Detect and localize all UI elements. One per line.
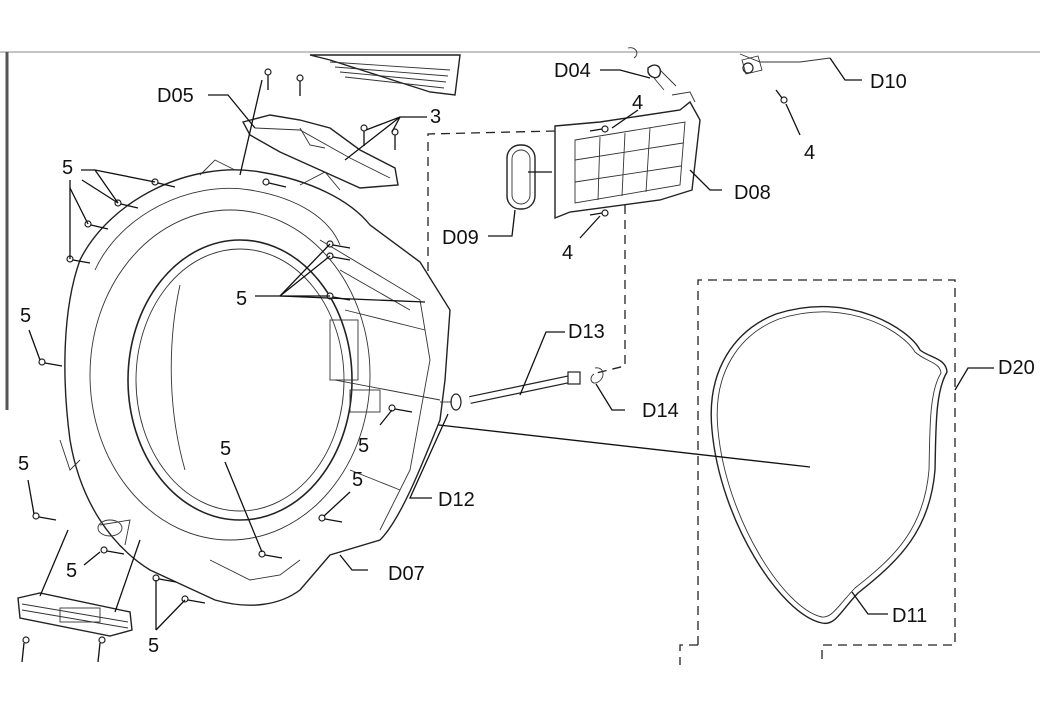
screw-icon [296, 74, 304, 96]
axis-line [429, 423, 811, 468]
label-screw-4: 4 [804, 142, 815, 164]
label-D09: D09 [442, 227, 479, 249]
seal-group-box [679, 279, 956, 665]
label-screw-4: 4 [562, 242, 573, 264]
label-screw-5: 5 [358, 435, 369, 457]
screw-icon [388, 404, 413, 413]
label-screw-5: 5 [18, 453, 29, 475]
filter-housing [554, 91, 701, 220]
label-screw-5: 5 [66, 560, 77, 582]
top-ribbed-part [309, 54, 461, 96]
screw-icon [181, 595, 206, 604]
hose-clamp [739, 53, 831, 75]
label-screw-5: 5 [62, 157, 73, 179]
label-D05: D05 [157, 85, 194, 107]
screw-icon [38, 358, 63, 367]
label-D11: D11 [892, 605, 927, 627]
label-D07: D07 [388, 563, 425, 585]
screw-icon [775, 89, 788, 104]
label-screw-5: 5 [236, 288, 247, 310]
label-D12: D12 [438, 489, 475, 511]
label-screw-5: 5 [148, 635, 159, 657]
guide-line-upper [427, 130, 556, 300]
label-D14: D14 [642, 400, 679, 422]
screw-icon [391, 128, 399, 150]
bottom-margin [0, 662, 1040, 720]
guide-line-lower [591, 205, 626, 375]
bottom-left-bracket [17, 592, 133, 637]
screw-icon [318, 514, 343, 523]
screw-icon [589, 125, 609, 133]
hose-fitting [440, 393, 462, 411]
label-D08: D08 [734, 182, 771, 204]
screw-icon [21, 636, 30, 663]
filter-gasket [506, 144, 536, 210]
tub-seal [710, 305, 948, 625]
label-D04: D04 [554, 60, 591, 82]
screw-icon [258, 550, 283, 559]
label-screw-5: 5 [220, 438, 231, 460]
leader-lines [27, 57, 994, 631]
screw-icon [264, 68, 272, 90]
front-tub [59, 159, 451, 606]
hose-clip [590, 367, 604, 384]
screw-icon [32, 512, 57, 521]
clip [627, 47, 677, 91]
label-D13: D13 [568, 321, 605, 343]
screw-icon [97, 636, 106, 663]
label-screw-3: 3 [430, 106, 441, 128]
label-screw-5: 5 [20, 305, 31, 327]
label-D10: D10 [870, 71, 907, 93]
callout-labels: D05 3 5 5 5 5 5 5 5 5 5 D04 4 4 4 D10 D0… [18, 60, 1035, 657]
screw-icon [262, 178, 287, 188]
label-screw-4: 4 [632, 92, 643, 114]
top-bracket [241, 114, 399, 189]
screw-icon [100, 546, 125, 555]
label-screw-5: 5 [352, 469, 363, 491]
label-D20: D20 [998, 357, 1035, 379]
screw-icon [360, 124, 368, 146]
hose [469, 371, 581, 404]
screw-icon [589, 209, 609, 217]
